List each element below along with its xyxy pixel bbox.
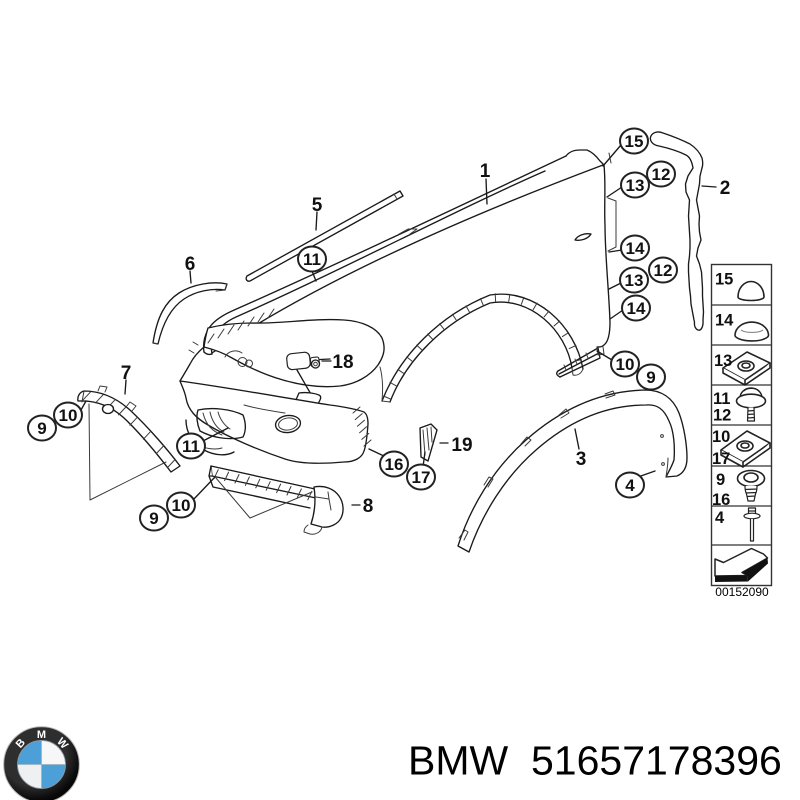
svg-text:16: 16	[385, 455, 404, 474]
svg-text:12: 12	[713, 407, 731, 425]
svg-text:13: 13	[626, 176, 645, 195]
svg-text:4: 4	[625, 476, 635, 495]
svg-text:17: 17	[412, 468, 431, 487]
svg-text:12: 12	[652, 165, 671, 184]
svg-text:8: 8	[363, 496, 374, 517]
svg-text:11: 11	[713, 390, 730, 408]
svg-text:00152090: 00152090	[715, 585, 769, 599]
svg-text:10: 10	[616, 355, 635, 374]
svg-text:18: 18	[332, 352, 353, 373]
svg-text:9: 9	[37, 419, 46, 438]
svg-text:9: 9	[716, 471, 725, 489]
svg-text:15: 15	[715, 271, 733, 289]
svg-text:5: 5	[312, 195, 323, 216]
svg-text:14: 14	[626, 239, 645, 258]
svg-text:7: 7	[121, 363, 132, 384]
svg-text:4: 4	[715, 509, 725, 527]
svg-text:11: 11	[303, 250, 321, 269]
svg-text:1: 1	[480, 161, 491, 182]
svg-text:M: M	[37, 729, 46, 741]
svg-text:16: 16	[712, 491, 730, 509]
svg-text:13: 13	[714, 352, 732, 370]
svg-text:10: 10	[59, 406, 78, 425]
svg-text:BMW 51657178396: BMW 51657178396	[408, 738, 782, 784]
svg-text:13: 13	[625, 271, 644, 290]
svg-text:11: 11	[182, 437, 200, 456]
svg-text:19: 19	[451, 435, 472, 456]
svg-text:17: 17	[712, 450, 730, 468]
svg-text:10: 10	[712, 428, 730, 446]
svg-text:9: 9	[149, 509, 158, 528]
svg-text:10: 10	[172, 496, 191, 515]
svg-text:14: 14	[627, 299, 646, 318]
svg-text:3: 3	[576, 449, 587, 470]
svg-text:2: 2	[720, 178, 731, 199]
svg-text:15: 15	[625, 132, 644, 151]
svg-text:12: 12	[654, 261, 673, 280]
svg-text:9: 9	[646, 368, 655, 387]
svg-text:14: 14	[715, 312, 734, 330]
svg-text:6: 6	[185, 254, 196, 275]
